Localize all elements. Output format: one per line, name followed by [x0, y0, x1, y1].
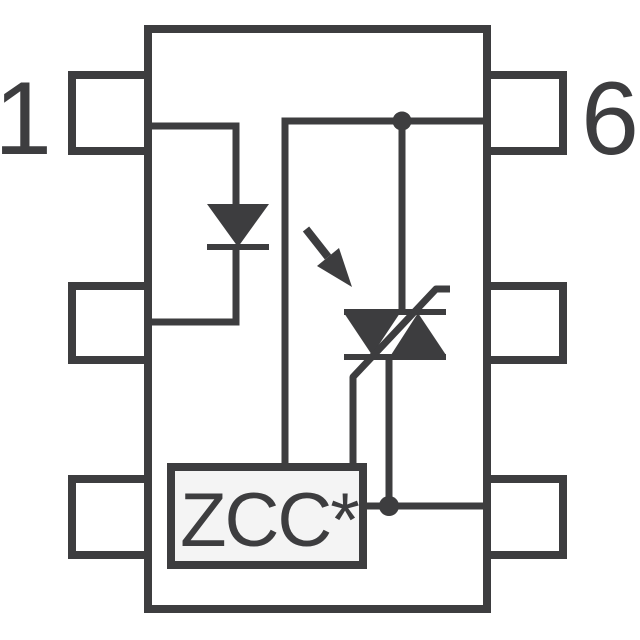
pin-4-pad [483, 475, 567, 559]
led-anode-wire [148, 122, 240, 212]
pin-1-pad [68, 71, 152, 155]
led-cathode-wire [148, 245, 240, 326]
pin-3-pad [68, 475, 152, 559]
pin-6-pad [483, 71, 567, 155]
pin-5-pad [483, 282, 567, 364]
photo-triac-icon [344, 309, 446, 360]
pin-6-label: 6 [581, 61, 639, 177]
triac-gate-wire [349, 285, 450, 470]
led-diode-icon [207, 204, 269, 247]
zcc-label: ZCC* [180, 478, 359, 563]
pin-2-pad [68, 282, 152, 364]
pin6-rail-wire [281, 117, 487, 470]
pin-1-label: 1 [0, 61, 52, 177]
light-arrow-icon [302, 226, 352, 287]
zcc-box [167, 463, 367, 569]
